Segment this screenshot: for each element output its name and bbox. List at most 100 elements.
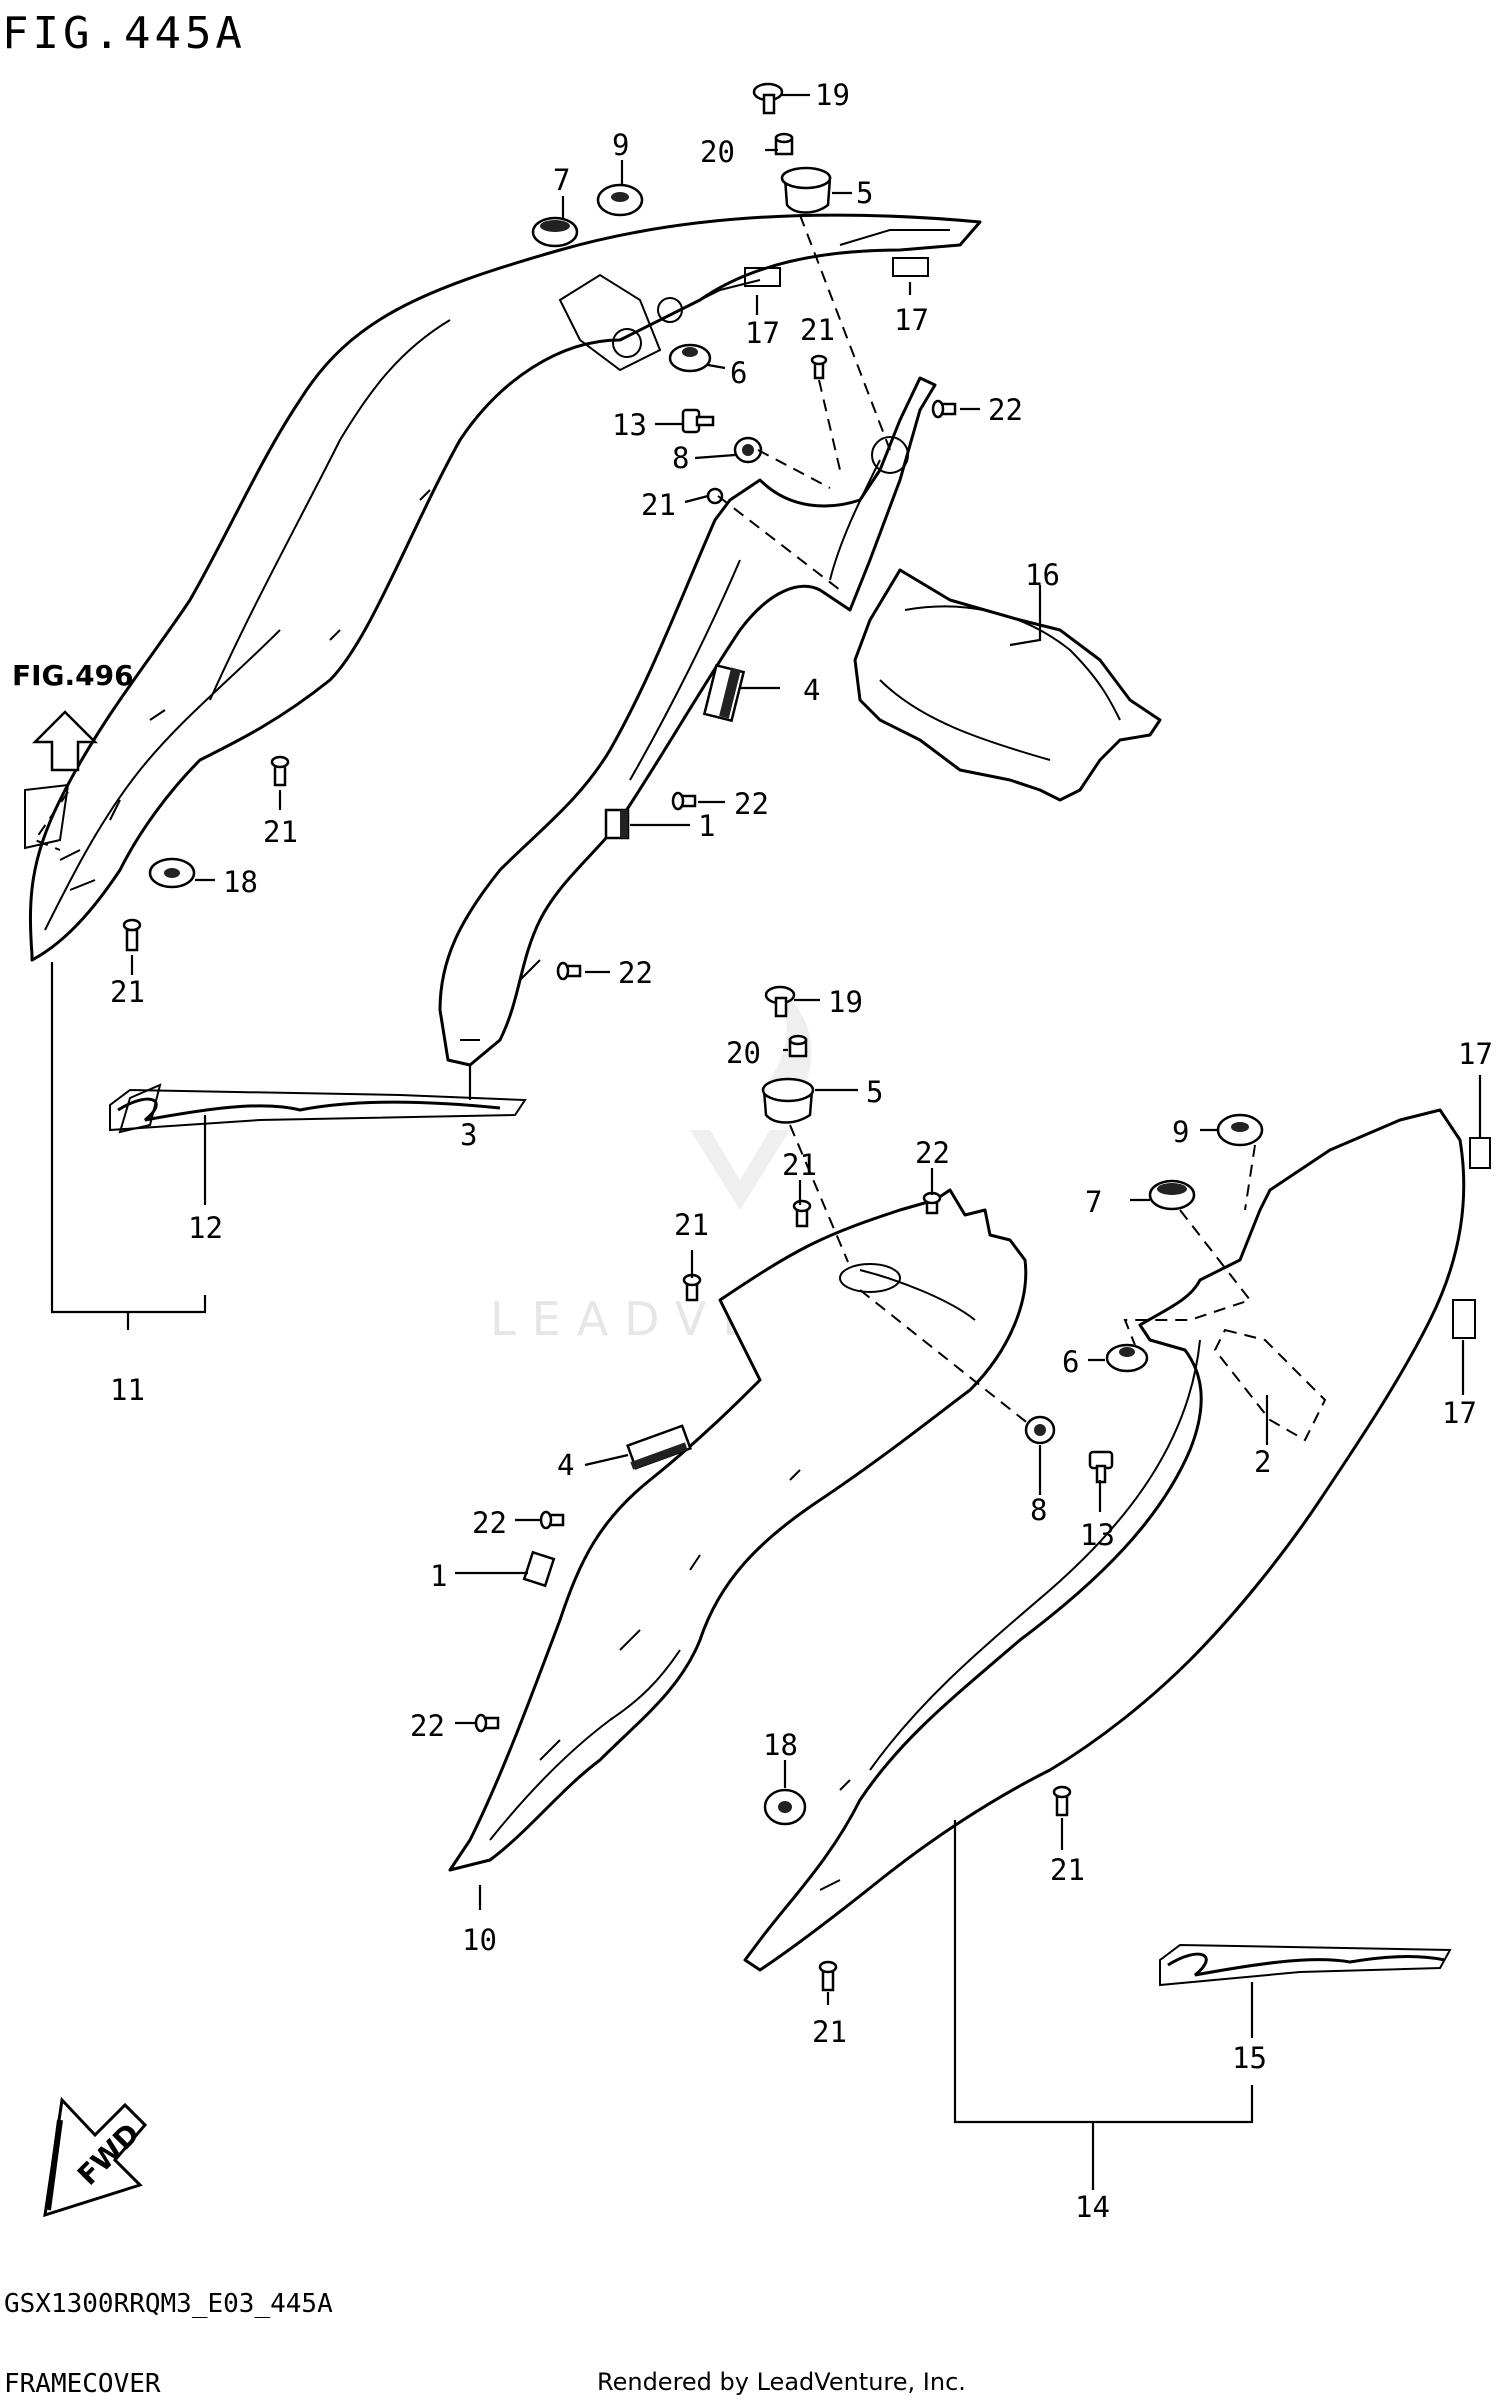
bolt-13-upper[interactable]	[681, 408, 715, 434]
section-name: FRAMECOVER	[4, 2369, 161, 2399]
grommet-9-lower[interactable]	[1216, 1113, 1264, 1147]
decal-lower[interactable]	[1159, 1943, 1452, 1987]
callout-21: 21	[263, 815, 298, 849]
callout-2: 2	[1254, 1445, 1271, 1479]
decal-upper[interactable]	[109, 1083, 527, 1134]
grommet-9-upper[interactable]	[596, 183, 644, 217]
callout-8: 8	[672, 441, 689, 475]
label-17-lower-b[interactable]	[1452, 1299, 1476, 1339]
callout-22: 22	[734, 787, 769, 821]
callout-6: 6	[730, 356, 747, 390]
model-code: GSX1300RRQM3_E03_445A	[4, 2289, 333, 2319]
screw-22-lower-b[interactable]	[539, 1510, 565, 1530]
callout-21: 21	[674, 1208, 709, 1242]
reference-fig-496[interactable]: FIG.496	[12, 659, 134, 772]
upper-frame-cover-left[interactable]	[28, 213, 982, 962]
callout-20: 20	[700, 135, 735, 169]
clip-21-lower-c[interactable]	[1052, 1785, 1072, 1817]
callout-17: 17	[1442, 1396, 1477, 1430]
frame-cover-lower-left[interactable]	[448, 1188, 1028, 1872]
callout-10: 10	[462, 1923, 497, 1957]
frame-cover-middle[interactable]	[438, 376, 937, 1067]
callout-22: 22	[915, 1136, 950, 1170]
label-17-lower-a[interactable]	[1469, 1137, 1491, 1169]
label-2-outline[interactable]	[1213, 1328, 1327, 1442]
cushion-1-upper[interactable]	[604, 808, 630, 840]
callout-22: 22	[988, 393, 1023, 427]
figure-title: FIG.445A	[2, 8, 246, 59]
cushion-4-upper[interactable]	[702, 663, 746, 723]
callout-16: 16	[1025, 558, 1060, 592]
callout-3: 3	[460, 1118, 477, 1152]
screw-22-lower-c[interactable]	[474, 1713, 500, 1733]
callout-14: 14	[1075, 2190, 1110, 2224]
callout-22: 22	[472, 1506, 507, 1540]
bolt-13-lower[interactable]	[1088, 1450, 1114, 1484]
rubber-18-lower[interactable]	[763, 1788, 807, 1826]
cushion-5-lower[interactable]	[761, 1077, 815, 1124]
label-17-side	[24, 783, 70, 850]
screw-22-lower-a[interactable]	[922, 1191, 942, 1215]
screw-22-upper-a[interactable]	[931, 399, 957, 419]
heat-shield-cover[interactable]	[853, 568, 1162, 802]
grommet-8-upper[interactable]	[733, 436, 763, 464]
callout-1: 1	[698, 809, 715, 843]
label-17-upper-b[interactable]	[892, 257, 929, 277]
reference-label: FIG.496	[12, 659, 134, 692]
frame-cover-lower-right[interactable]	[743, 1108, 1466, 1972]
callout-9: 9	[1172, 1115, 1189, 1149]
bolt-19-upper[interactable]	[752, 82, 784, 115]
clip-21-lower-a[interactable]	[792, 1199, 812, 1228]
grommet-7-lower[interactable]	[1148, 1179, 1196, 1211]
callout-20: 20	[726, 1036, 761, 1070]
callout-19: 19	[828, 985, 863, 1019]
collar-20-upper[interactable]	[774, 132, 794, 156]
collar-20-lower[interactable]	[788, 1034, 808, 1058]
label-17-upper-a[interactable]	[744, 267, 781, 287]
callout-17: 17	[745, 316, 780, 350]
callout-6: 6	[1062, 1345, 1079, 1379]
forward-direction-indicator: FWD	[43, 2096, 148, 2218]
callout-19: 19	[815, 78, 850, 112]
callout-21: 21	[1050, 1853, 1085, 1887]
callout-7: 7	[1085, 1185, 1102, 1219]
callout-1: 1	[430, 1559, 447, 1593]
screw-22-upper-b[interactable]	[671, 791, 697, 811]
grommet-7-upper[interactable]	[531, 216, 579, 248]
callout-5: 5	[866, 1075, 883, 1109]
clip-21-lower-b[interactable]	[682, 1273, 702, 1302]
grommet-6-upper[interactable]	[668, 343, 712, 373]
callout-7: 7	[553, 163, 570, 197]
callout-5: 5	[856, 176, 873, 210]
clip-21-upper-c[interactable]	[270, 755, 290, 787]
callout-numbers: 19 20 5 7 9 17 17 21 6 13 8 21 22 16 4 2…	[110, 78, 1493, 2224]
callout-15: 15	[1232, 2041, 1267, 2075]
up-arrow-icon	[31, 710, 99, 772]
callout-21: 21	[800, 313, 835, 347]
grommet-8-lower[interactable]	[1024, 1415, 1056, 1445]
rubber-18-upper[interactable]	[148, 857, 196, 889]
callout-22: 22	[410, 1709, 445, 1743]
screw-22-upper-c[interactable]	[556, 961, 582, 981]
callout-4: 4	[803, 673, 820, 707]
callout-11: 11	[110, 1373, 145, 1407]
cushion-5-upper[interactable]	[780, 166, 832, 214]
callout-13: 13	[1080, 1518, 1115, 1552]
clip-21-lower-d[interactable]	[818, 1960, 838, 1992]
clip-21-upper-a[interactable]	[810, 354, 828, 380]
callout-17: 17	[894, 303, 929, 337]
callout-22: 22	[618, 956, 653, 990]
grommet-6-lower[interactable]	[1105, 1343, 1149, 1373]
callout-21: 21	[641, 488, 676, 522]
clip-21-upper-b[interactable]	[706, 487, 724, 505]
callout-17: 17	[1458, 1037, 1493, 1071]
callout-12: 12	[188, 1211, 223, 1245]
cushion-1-lower[interactable]	[522, 1550, 556, 1588]
leader-lines	[24, 93, 1482, 2190]
callout-18: 18	[223, 865, 258, 899]
bolt-19-lower[interactable]	[764, 985, 796, 1018]
clip-21-upper-d[interactable]	[122, 918, 142, 952]
callout-18: 18	[763, 1728, 798, 1762]
cushion-4-lower[interactable]	[626, 1424, 692, 1470]
